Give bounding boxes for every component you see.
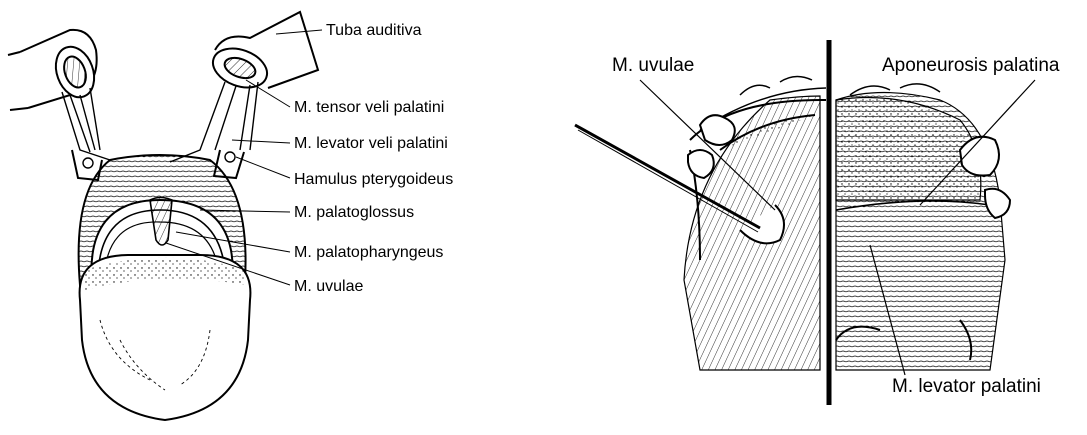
label-palatoglossus: M. palatoglossus <box>294 204 414 222</box>
label-uvulae-left: M. uvulae <box>294 278 363 296</box>
label-levator-veli-palatini: M. levator veli palatini <box>294 135 448 153</box>
palate-right-half <box>836 84 1010 370</box>
right-tuba-auditiva <box>208 12 318 94</box>
label-tensor-veli-palatini: M. tensor veli palatini <box>294 99 444 117</box>
label-palatopharyngeus: M. palatopharyngeus <box>294 244 443 262</box>
right-illustration <box>575 40 1010 405</box>
label-tuba-auditiva: Tuba auditiva <box>326 22 421 40</box>
label-hamulus-pterygoideus: Hamulus pterygoideus <box>294 171 453 189</box>
uvula <box>150 198 172 246</box>
left-tuba-auditiva <box>8 30 101 110</box>
left-illustration <box>8 12 318 420</box>
tongue <box>80 255 251 420</box>
label-levator-palatini: M. levator palatini <box>892 376 1041 398</box>
palate-left-half <box>684 76 826 370</box>
label-uvulae-right: M. uvulae <box>612 55 694 77</box>
label-aponeurosis-palatina: Aponeurosis palatina <box>882 55 1059 77</box>
